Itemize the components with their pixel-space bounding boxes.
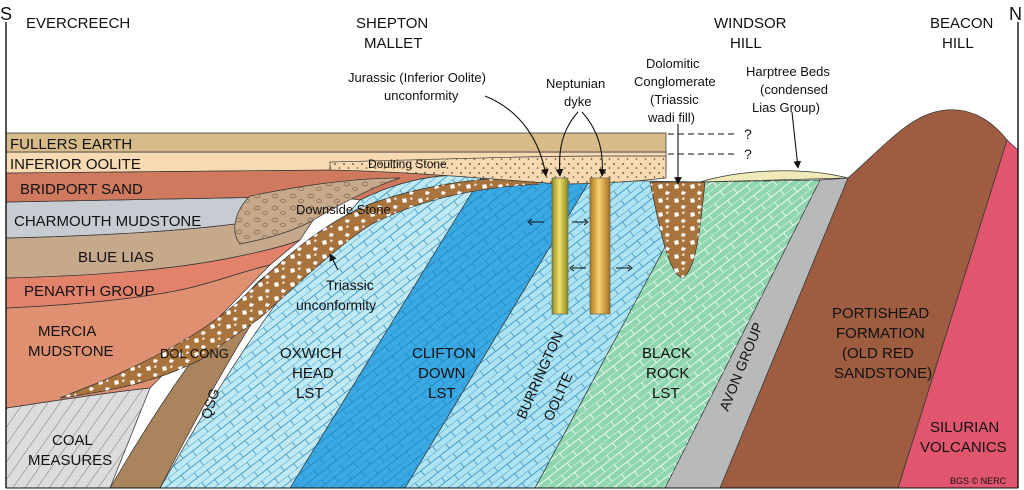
label-black-rock-1: BLACK xyxy=(642,345,691,362)
label-black-rock-2: ROCK xyxy=(646,365,689,382)
oxwich-head-limestone-unit-texture xyxy=(160,175,482,488)
note-harptree-3: Lias Group) xyxy=(752,100,820,115)
wadi-fill-unit-texture xyxy=(650,182,705,278)
neptunian-leader-left xyxy=(555,111,579,177)
label-oxwich-3: LST xyxy=(296,385,324,402)
neptunian-dyke-left xyxy=(551,177,569,315)
label-coal-1: COAL xyxy=(52,432,93,449)
strata xyxy=(5,109,1019,489)
label-fullers-earth: FULLERS EARTH xyxy=(10,136,132,153)
jurassic-leader xyxy=(484,95,549,177)
note-question-2: ? xyxy=(744,146,752,162)
credit-text: BGS © NERC xyxy=(950,476,1007,486)
harptree-beds-unit xyxy=(699,170,849,183)
place-shepton-1: SHEPTON xyxy=(356,15,428,32)
neptunian-leader-right xyxy=(581,111,607,177)
label-portishead-2: FORMATION xyxy=(836,325,925,342)
note-jurassic-2: unconformity xyxy=(384,88,459,103)
label-silurian-1: SILURIAN xyxy=(930,419,999,436)
compass-north: N xyxy=(1009,4,1022,24)
label-clifton-3: LST xyxy=(428,385,456,402)
label-portishead-3: (OLD RED xyxy=(842,345,914,362)
note-neptunian-1: Neptunian xyxy=(546,76,605,91)
annotation-leaders xyxy=(329,95,802,271)
place-shepton-2: MALLET xyxy=(364,35,422,52)
triassic-leader xyxy=(329,253,339,271)
label-clifton-2: DOWN xyxy=(418,365,466,382)
note-jurassic-1: Jurassic (Inferior Oolite) xyxy=(348,70,486,85)
label-dol-cong: DOL CONG xyxy=(160,346,229,361)
note-dolomitic-4: wadi fill) xyxy=(647,110,695,125)
note-harptree-1: Harptree Beds xyxy=(746,64,830,79)
downside-stone-unit-texture xyxy=(234,178,400,244)
label-oxwich-1: OXWICH xyxy=(280,345,342,362)
label-portishead-4: SANDSTONE) xyxy=(834,365,932,382)
doulting-stone-unit-texture xyxy=(330,156,666,184)
harptree-leader xyxy=(791,111,802,169)
note-question-1: ? xyxy=(744,126,752,142)
label-silurian-2: VOLCANICS xyxy=(920,439,1007,456)
label-penarth-group: PENARTH GROUP xyxy=(24,283,155,300)
burrington-oolite-unit-texture xyxy=(405,180,700,488)
place-evercreech: EVERCREECH xyxy=(26,15,130,32)
note-dolomitic-2: Conglomerate xyxy=(634,74,716,89)
portishead-formation-unit xyxy=(719,109,1008,489)
place-beacon-1: BEACON xyxy=(930,15,993,32)
note-downside-stone: Downside Stone xyxy=(296,202,391,217)
clifton-down-limestone-unit-texture xyxy=(290,176,590,488)
note-dolomitic-3: (Triassic xyxy=(650,92,699,107)
black-rock-limestone-unit-texture xyxy=(535,180,820,488)
label-bridport-sand: BRIDPORT SAND xyxy=(20,181,143,198)
coal-measures-unit-texture xyxy=(6,388,150,488)
note-doulting-stone: Doulting Stone xyxy=(368,157,447,171)
dyke-movement-arrows xyxy=(527,218,633,272)
label-coal-2: MEASURES xyxy=(28,452,112,469)
neptunian-dyke-right xyxy=(589,177,611,315)
label-charmouth-mudstone: CHARMOUTH MUDSTONE xyxy=(14,213,201,230)
label-mercia-2: MUDSTONE xyxy=(28,343,114,360)
label-clifton-1: CLIFTON xyxy=(412,345,476,362)
place-beacon-2: HILL xyxy=(942,35,974,52)
label-portishead-1: PORTISHEAD xyxy=(832,305,929,322)
label-inferior-oolite: INFERIOR OOLITE xyxy=(10,156,141,173)
label-oxwich-2: HEAD xyxy=(292,365,334,382)
place-windsor-2: HILL xyxy=(730,35,762,52)
label-blue-lias: BLUE LIAS xyxy=(78,249,154,266)
label-mercia-1: MERCIA xyxy=(38,323,96,340)
compass-south: S xyxy=(0,4,12,24)
note-harptree-2: (condensed xyxy=(760,82,828,97)
note-dolomitic-1: Dolomitic xyxy=(646,56,700,71)
note-triassic-1: Triassic xyxy=(326,277,374,293)
note-neptunian-2: dyke xyxy=(564,94,591,109)
label-black-rock-3: LST xyxy=(652,385,680,402)
note-triassic-2: unconformity xyxy=(296,297,376,313)
place-windsor-1: WINDSOR xyxy=(714,15,787,32)
